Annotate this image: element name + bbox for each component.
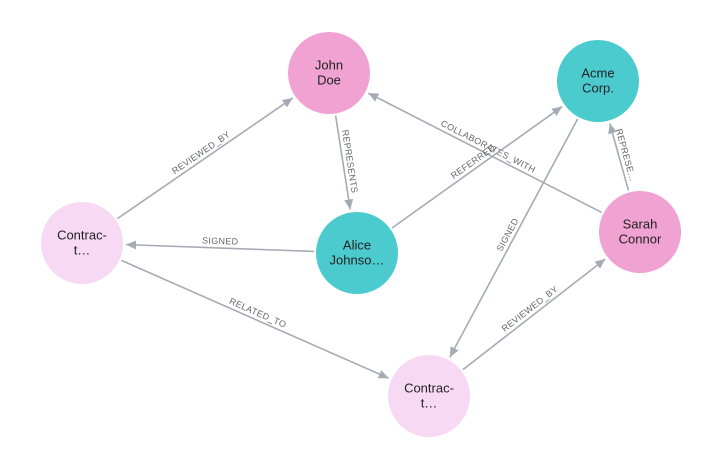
- node-label: t…: [74, 243, 91, 258]
- node-alice[interactable]: AliceJohnso…: [316, 212, 398, 294]
- edge-line[interactable]: [391, 105, 563, 229]
- edge-label: REFERRED: [449, 142, 497, 180]
- edge-line[interactable]: [449, 118, 579, 358]
- node-circle[interactable]: [288, 32, 370, 114]
- node-label: Sarah: [623, 217, 658, 232]
- node-label: Corp.: [582, 81, 614, 96]
- edge-reviewed-by[interactable]: REVIEWED_BY: [116, 97, 294, 220]
- edge-line[interactable]: [125, 240, 315, 253]
- edge-label: RELATED_TO: [228, 296, 288, 330]
- edge-line[interactable]: [367, 92, 603, 214]
- edge-label: REVIEWED_BY: [170, 129, 232, 176]
- node-circle[interactable]: [388, 355, 470, 437]
- node-label: Contrac-: [57, 228, 107, 243]
- node-circle[interactable]: [316, 212, 398, 294]
- node-label: Alice: [343, 238, 371, 253]
- edge-label: SIGNED: [495, 216, 521, 253]
- edge-line[interactable]: [462, 258, 606, 371]
- node-circle[interactable]: [599, 191, 681, 273]
- node-circle[interactable]: [557, 40, 639, 122]
- edge-signed[interactable]: SIGNED: [125, 235, 315, 253]
- edge-label: REPRESE…: [614, 128, 638, 183]
- node-contract-a[interactable]: Contrac-t…: [41, 202, 123, 284]
- edge-line[interactable]: [116, 97, 294, 220]
- edge-label: REVIEWED_BY: [500, 284, 560, 334]
- edge-line[interactable]: [334, 115, 354, 210]
- node-label: t…: [421, 396, 438, 411]
- edge-represe-[interactable]: REPRESE…: [608, 123, 638, 191]
- node-label: Connor: [619, 232, 662, 247]
- edge-represents[interactable]: REPRESENTS: [334, 115, 360, 210]
- node-label: Doe: [317, 73, 341, 88]
- node-circle[interactable]: [41, 202, 123, 284]
- edge-label: SIGNED: [202, 235, 239, 246]
- edge-reviewed-by[interactable]: REVIEWED_BY: [462, 258, 606, 371]
- edge-line[interactable]: [121, 259, 390, 379]
- node-label: John: [315, 58, 343, 73]
- node-label: Johnso…: [330, 253, 385, 268]
- edge-referred[interactable]: REFERRED: [391, 105, 563, 229]
- node-label: Acme: [581, 66, 614, 81]
- node-label: Contrac-: [404, 381, 454, 396]
- node-contract-b[interactable]: Contrac-t…: [388, 355, 470, 437]
- edge-line[interactable]: [608, 123, 630, 191]
